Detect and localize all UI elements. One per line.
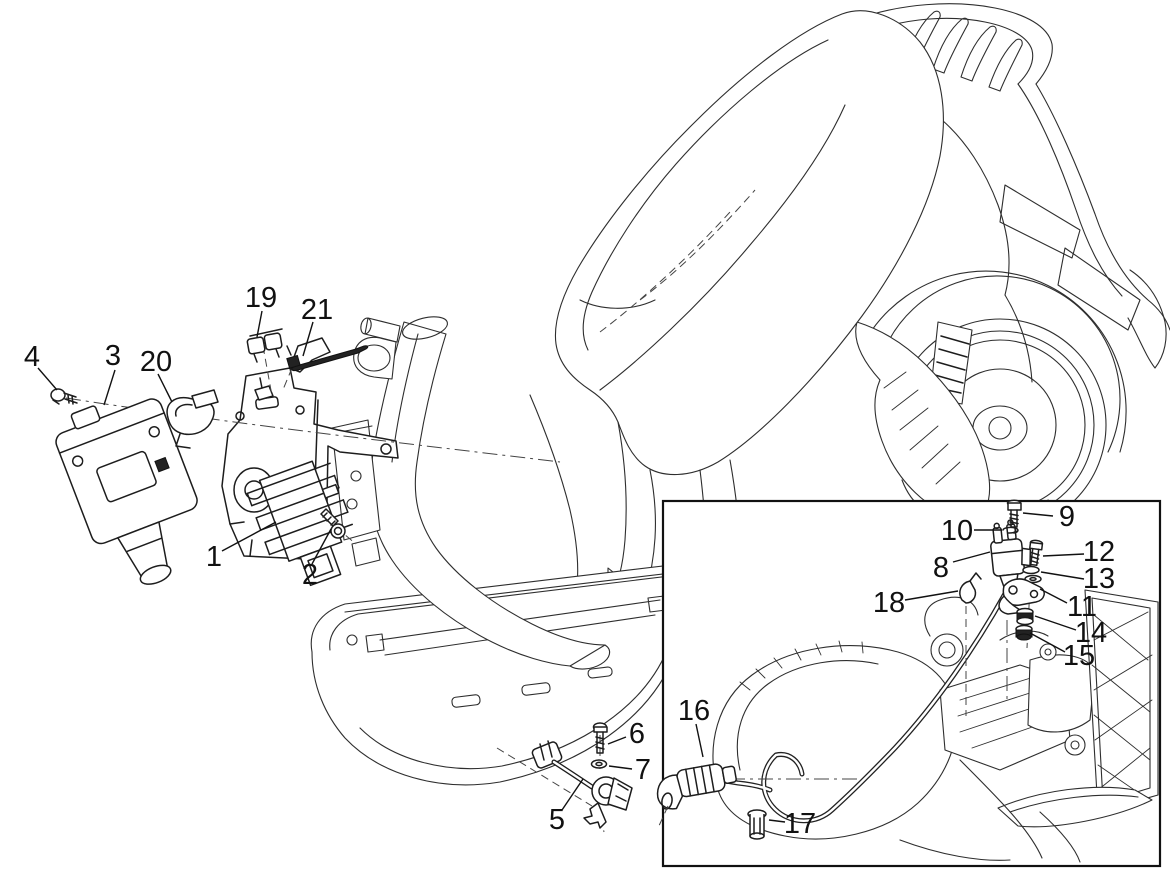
callout-17: 17 [784, 808, 816, 840]
inset-engine [712, 527, 1159, 863]
leader-lines [37, 310, 1085, 823]
rear-bodywork [941, 119, 1167, 383]
part-19-clip [246, 328, 283, 363]
leader-line-12 [1042, 553, 1085, 557]
callout-21: 21 [301, 294, 333, 326]
leader-line-13 [1040, 571, 1085, 580]
part-1-voltage-regulator [246, 460, 353, 587]
callout-3: 3 [105, 340, 121, 372]
callout-19: 19 [245, 282, 277, 314]
leader-line-11 [1039, 588, 1068, 604]
leader-line-7 [608, 765, 633, 770]
leader-line-4 [37, 367, 58, 391]
part-21-cable-tie [286, 345, 369, 371]
callout-2: 2 [302, 559, 318, 591]
leader-line-5 [561, 778, 584, 811]
part-6-screw [592, 722, 608, 754]
leader-line-16 [695, 723, 704, 758]
leader-line-19 [256, 310, 263, 338]
callout-13: 13 [1083, 563, 1115, 595]
callout-11: 11 [1067, 591, 1097, 623]
part-14-grommet [1016, 607, 1034, 626]
callout-14: 14 [1075, 617, 1107, 649]
part-16-spark-plug-cap [656, 763, 858, 829]
leader-line-9 [1022, 512, 1054, 517]
leader-line-18 [904, 590, 959, 601]
callout-4: 4 [24, 341, 40, 373]
callout-10: 10 [941, 515, 973, 547]
leader-line-8 [952, 551, 991, 563]
callout-15: 15 [1063, 640, 1095, 672]
leader-line-17 [768, 819, 786, 823]
leader-line-1 [221, 521, 277, 552]
part-2-screw [320, 508, 346, 539]
part-10-washer [1002, 526, 1019, 534]
callout-18: 18 [873, 587, 905, 619]
leader-line-6 [607, 736, 627, 745]
part-11-bracket [998, 578, 1045, 615]
scooter-seat [554, 10, 944, 476]
callout-7: 7 [635, 754, 651, 786]
floorboard [310, 562, 700, 786]
rear-suspension-and-engine-cover [855, 321, 991, 520]
part-4-screw [50, 388, 78, 405]
part-20-bracket-clip [166, 389, 219, 449]
leader-line-2 [311, 528, 332, 565]
part-7-washer [590, 759, 608, 769]
callout-12: 12 [1083, 536, 1115, 568]
leader-line-20 [157, 373, 173, 403]
callout-8: 8 [933, 552, 949, 584]
part-13-washer [1022, 565, 1042, 584]
leader-line-21 [302, 321, 314, 357]
leader-line-15 [1029, 632, 1066, 653]
callout-6: 6 [629, 718, 645, 750]
callout-16: 16 [678, 695, 710, 727]
part-17-grommet [747, 809, 767, 840]
callout-9: 9 [1059, 501, 1075, 533]
leader-line-3 [103, 369, 116, 406]
part-18-clip [959, 572, 982, 716]
callout-5: 5 [549, 804, 565, 836]
leader-line-14 [1034, 615, 1077, 631]
part-15-nut [1015, 624, 1033, 641]
part-3-control-unit [55, 398, 198, 585]
spark-plug-cable [723, 589, 1009, 824]
callout-20: 20 [140, 346, 172, 378]
callout-1: 1 [206, 541, 222, 573]
part-12-bolt [1029, 539, 1044, 567]
